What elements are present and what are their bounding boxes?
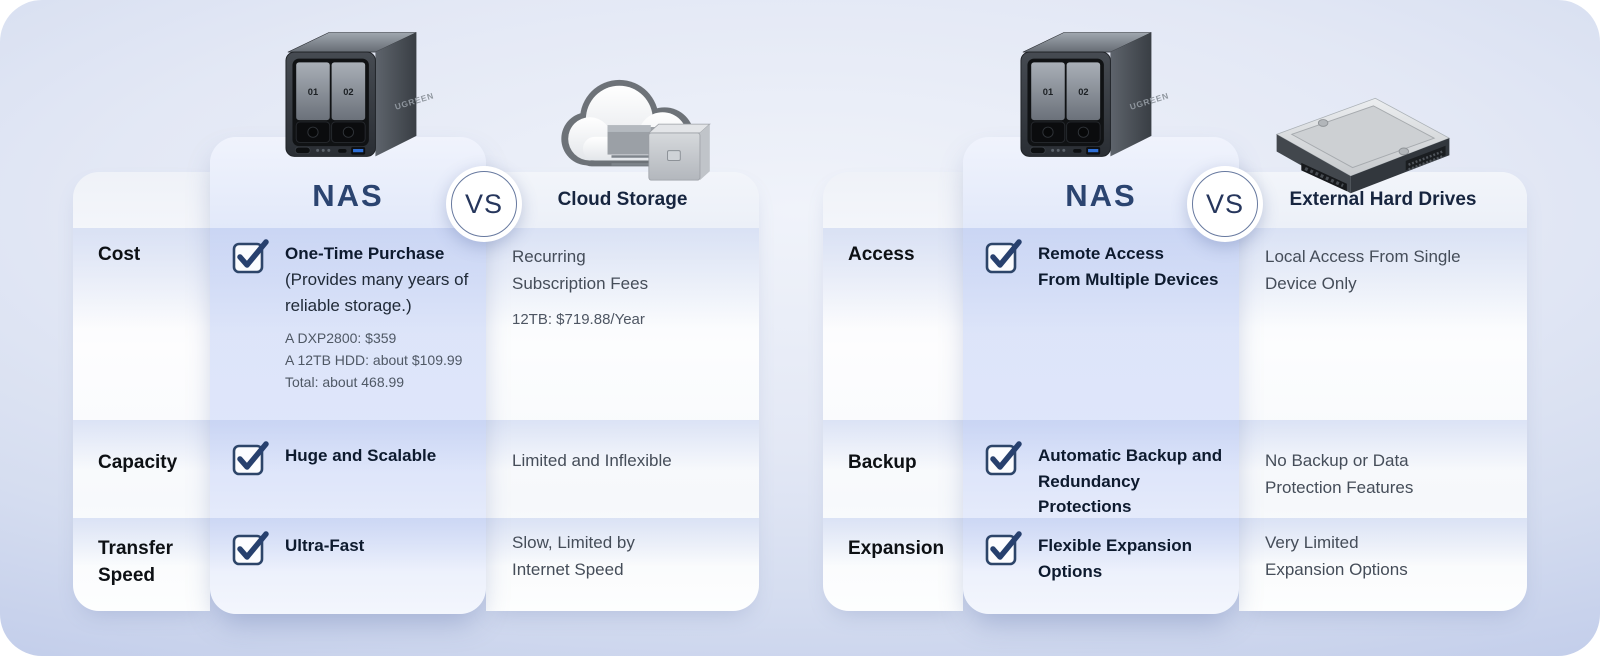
competitor-title: External Hard Drives xyxy=(1289,189,1477,210)
nas-cell-cost: One-Time Purchase (Provides many years o… xyxy=(210,228,486,420)
nas-device-icon: UGREEN 01 02 xyxy=(1020,32,1170,157)
row-label-access: Access xyxy=(848,244,915,265)
row-label-transfer-speed: Transfer Speed xyxy=(98,538,173,586)
nas-title: NAS xyxy=(312,178,384,213)
nas-benefit-title: Huge and Scalable xyxy=(285,446,437,465)
cloud-storage-column: Cloud Storage Recurring Subscription Fee… xyxy=(486,172,759,611)
row-label-cell: Access xyxy=(823,228,963,420)
nas-column: NAS One-Time Purchase (Provides many yea… xyxy=(210,137,486,614)
table-nas-vs-external-drives: Access Backup Expansion NAS Remote Acces… xyxy=(823,137,1527,614)
vs-badge: VS xyxy=(1187,166,1263,242)
vs-badge: VS xyxy=(446,166,522,242)
nas-benefit-title: One-Time Purchase xyxy=(285,244,445,263)
nas-cell-text: Remote Access From Multiple Devices xyxy=(1038,238,1218,420)
nas-benefit-note: (Provides many years of reliable storage… xyxy=(285,269,469,315)
external-drives-column: External Hard Drives Local Access From S… xyxy=(1239,172,1527,611)
labels-header-spacer xyxy=(73,172,210,228)
vs-label: VS xyxy=(1205,188,1245,219)
competitor-text: Recurring Subscription Fees xyxy=(512,247,649,293)
row-label-expansion: Expansion xyxy=(848,538,945,559)
drive-bay-1-label: 01 xyxy=(1043,87,1053,97)
checkmark-icon xyxy=(985,238,1025,274)
nas-benefit-details: A DXP2800: $359 A 12TB HDD: about $109.9… xyxy=(285,330,463,390)
competitor-column-header: Cloud Storage xyxy=(486,172,759,228)
competitor-title: Cloud Storage xyxy=(557,189,688,210)
checkmark-icon xyxy=(985,530,1025,566)
row-label-cell: Expansion xyxy=(823,518,963,611)
row-label-cell: Backup xyxy=(823,420,963,518)
external-hard-drive-icon xyxy=(1275,97,1451,194)
competitor-cell-capacity: Limited and Inflexible xyxy=(486,420,759,518)
nas-cell-text: Flexible Expansion Options xyxy=(1038,530,1192,614)
nas-cell-text: Automatic Backup and Redundancy Protecti… xyxy=(1038,440,1225,518)
nas-cell-text: Ultra-Fast xyxy=(285,530,364,614)
table-nas-vs-cloud: Cost Capacity Transfer Speed NAS One-Tim… xyxy=(73,137,759,614)
nas-cell-access: Remote Access From Multiple Devices xyxy=(963,228,1239,420)
nas-benefit-title: Flexible Expansion Options xyxy=(1038,536,1192,581)
competitor-column-header: External Hard Drives xyxy=(1239,172,1527,228)
nas-title: NAS xyxy=(1065,178,1137,213)
nas-benefit-title: Automatic Backup and Redundancy Protecti… xyxy=(1038,446,1223,516)
competitor-cell-backup: No Backup or Data Protection Features xyxy=(1239,420,1527,518)
nas-cell-expansion: Flexible Expansion Options xyxy=(963,518,1239,614)
checkmark-icon xyxy=(985,440,1025,476)
checkmark-icon xyxy=(232,530,272,566)
labels-header-spacer xyxy=(823,172,963,228)
competitor-text: Local Access From Single Device Only xyxy=(1265,247,1461,293)
competitor-text: No Backup or Data Protection Features xyxy=(1265,451,1414,497)
competitor-cell-access: Local Access From Single Device Only xyxy=(1239,228,1527,420)
nas-benefit-title: Ultra-Fast xyxy=(285,536,365,555)
nas-cell-backup: Automatic Backup and Redundancy Protecti… xyxy=(963,420,1239,518)
checkmark-icon xyxy=(232,440,272,476)
row-label-cost: Cost xyxy=(98,244,141,265)
row-label-cell: Cost xyxy=(73,228,210,420)
checkmark-icon xyxy=(232,238,272,274)
row-label-capacity: Capacity xyxy=(98,452,178,473)
nas-cell-capacity: Huge and Scalable xyxy=(210,420,486,518)
row-labels-column: Cost Capacity Transfer Speed xyxy=(73,172,210,611)
nas-device-icon: UGREEN 01 02 xyxy=(285,32,435,157)
competitor-text: Very Limited Expansion Options xyxy=(1265,533,1408,579)
drive-bay-2-label: 02 xyxy=(1078,87,1088,97)
nas-cell-text: One-Time Purchase (Provides many years o… xyxy=(285,238,468,420)
competitor-text: Slow, Limited by Internet Speed xyxy=(512,533,635,579)
row-label-cell: Transfer Speed xyxy=(73,518,210,611)
cloud-storage-icon xyxy=(561,79,711,181)
competitor-cell-cost: Recurring Subscription Fees 12TB: $719.8… xyxy=(486,228,759,420)
drive-bay-1-label: 01 xyxy=(308,87,318,97)
row-label-backup: Backup xyxy=(848,452,917,473)
row-label-cell: Capacity xyxy=(73,420,210,518)
row-labels-column: Access Backup Expansion xyxy=(823,172,963,611)
drive-bay-2-label: 02 xyxy=(343,87,353,97)
competitor-details: 12TB: $719.88/Year xyxy=(512,310,645,328)
nas-cell-transfer-speed: Ultra-Fast xyxy=(210,518,486,614)
competitor-cell-transfer-speed: Slow, Limited by Internet Speed xyxy=(486,518,759,611)
competitor-cell-expansion: Very Limited Expansion Options xyxy=(1239,518,1527,611)
competitor-text: Limited and Inflexible xyxy=(512,451,672,470)
nas-cell-text: Huge and Scalable xyxy=(285,440,436,518)
vs-label: VS xyxy=(464,188,504,219)
nas-benefit-title: Remote Access From Multiple Devices xyxy=(1038,244,1219,289)
